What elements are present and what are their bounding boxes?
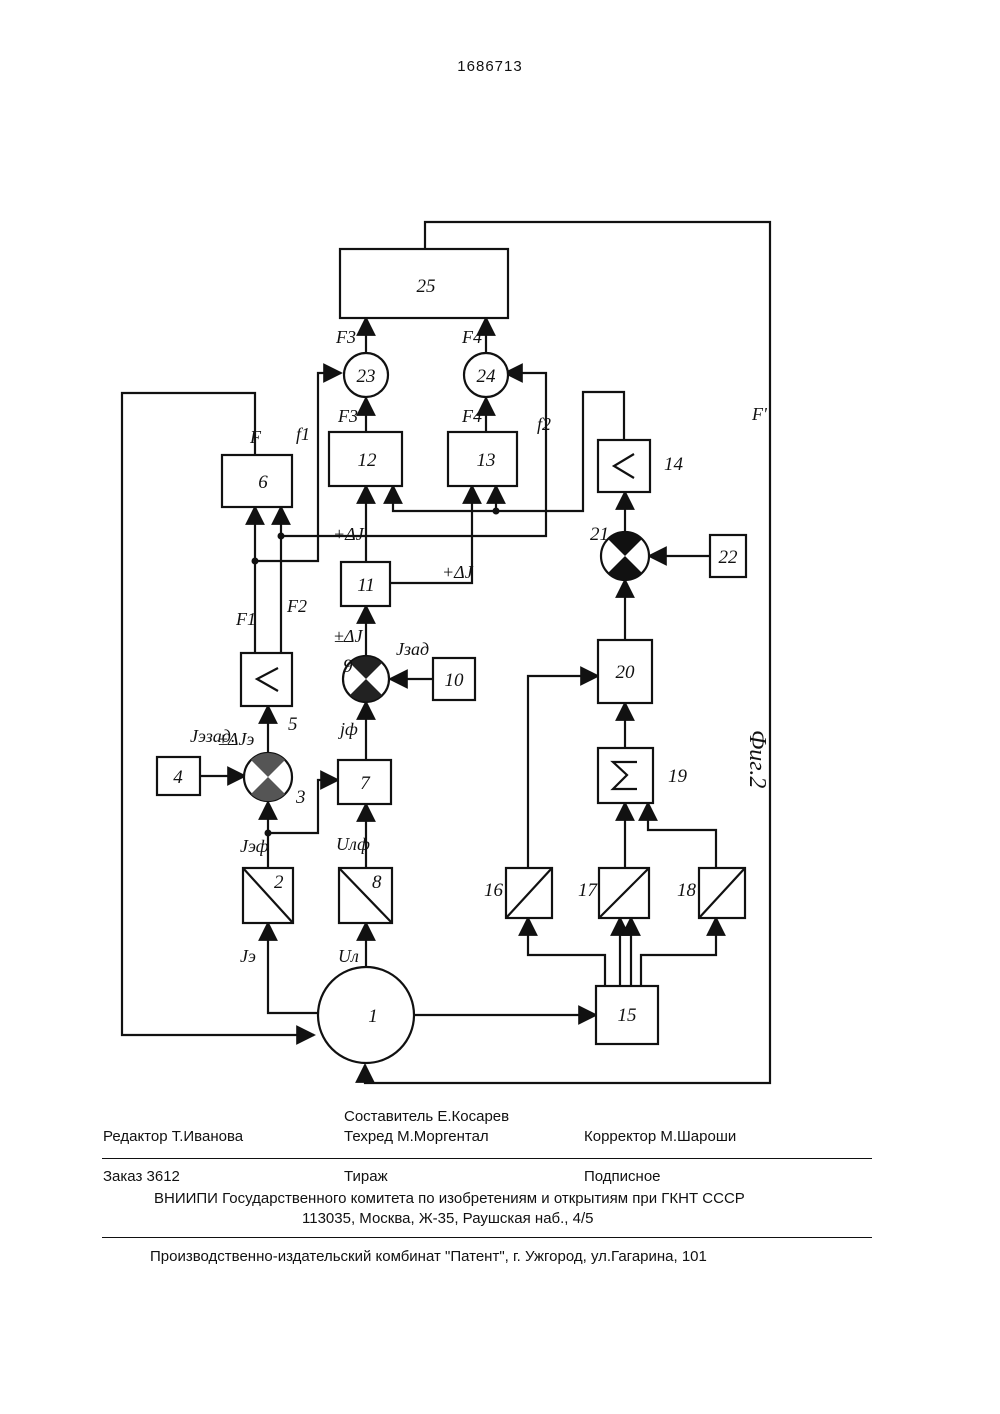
block-16: 16 <box>484 868 552 918</box>
label-F: F <box>249 427 262 447</box>
block-11: 11 <box>341 562 390 606</box>
svg-text:24: 24 <box>477 366 497 387</box>
block-13: 13 <box>448 432 517 486</box>
label-Ul: Uл <box>338 946 359 966</box>
comparator-9: 9 <box>343 656 389 702</box>
block-1: 1 <box>318 967 414 1063</box>
footer-rule-bottom <box>102 1237 872 1238</box>
label-Ulf: Uлф <box>336 834 370 854</box>
svg-text:16: 16 <box>484 880 504 901</box>
footer-subscription: Подписное <box>584 1168 661 1185</box>
svg-text:19: 19 <box>668 766 688 787</box>
block-7: 7 <box>338 760 391 804</box>
svg-text:10: 10 <box>445 670 465 691</box>
footer-address: 113035, Москва, Ж-35, Раушская наб., 4/5 <box>302 1210 594 1227</box>
label-F3-mid: F3 <box>337 406 358 426</box>
svg-text:12: 12 <box>358 450 378 471</box>
svg-text:8: 8 <box>372 872 382 893</box>
label-Jzad: Jзад <box>396 639 429 659</box>
svg-text:20: 20 <box>616 662 636 683</box>
svg-text:1: 1 <box>368 1006 378 1027</box>
svg-text:6: 6 <box>258 472 268 493</box>
block-6: 6 <box>222 455 292 507</box>
footer-compiler: Составитель Е.Косарев <box>344 1108 509 1125</box>
comparator-21: 21 <box>590 524 649 580</box>
label-jf: jф <box>338 719 358 739</box>
connections <box>122 222 770 1083</box>
svg-text:7: 7 <box>360 773 371 794</box>
node-23: 23 <box>344 353 388 397</box>
block-12: 12 <box>329 432 402 486</box>
block-10: 10 <box>433 658 475 700</box>
svg-text:23: 23 <box>357 366 376 387</box>
block-14: 14 <box>598 440 684 492</box>
label-Je: Jэ <box>240 946 256 966</box>
label-F3-top: F3 <box>335 327 356 347</box>
svg-text:22: 22 <box>719 547 739 568</box>
block-25: 25 <box>340 249 508 318</box>
label-dJ-12: +ΔJ <box>333 524 365 544</box>
footer-techred: Техред М.Моргентал <box>344 1128 489 1145</box>
svg-text:2: 2 <box>274 872 284 893</box>
svg-text:17: 17 <box>578 880 599 901</box>
svg-text:9: 9 <box>343 656 353 677</box>
footer-circulation: Тираж <box>344 1168 388 1185</box>
footer-rule-top <box>102 1158 872 1159</box>
label-Jef: Jэф <box>240 836 269 856</box>
svg-text:18: 18 <box>677 880 697 901</box>
block-4: 4 <box>157 757 200 795</box>
footer-order: Заказ 3612 <box>103 1168 180 1185</box>
svg-text:21: 21 <box>590 524 609 545</box>
svg-text:3: 3 <box>295 787 306 808</box>
label-f2: f2 <box>537 414 551 434</box>
block-20: 20 <box>598 640 652 703</box>
svg-text:25: 25 <box>417 276 436 297</box>
block-diagram: 25 6 12 13 14 11 5 7 4 10 22 <box>0 0 1000 1120</box>
footer-editor: Редактор Т.Иванова <box>103 1128 243 1145</box>
block-2: 2 <box>243 868 293 923</box>
figure-caption: Фиг.2 <box>743 730 770 788</box>
comparator-3: 3 <box>244 753 306 808</box>
label-F2: F2 <box>286 596 307 616</box>
footer-corrector: Корректор М.Шароши <box>584 1128 736 1145</box>
svg-text:4: 4 <box>173 767 183 788</box>
block-15: 15 <box>596 986 658 1044</box>
label-f1: f1 <box>296 424 310 444</box>
svg-text:15: 15 <box>618 1005 637 1026</box>
label-Jezad: Jэзад. <box>190 726 235 746</box>
label-dJ-9: ±ΔJ <box>334 626 363 646</box>
block-8: 8 <box>339 868 392 923</box>
footer-org: ВНИИПИ Государственного комитета по изоб… <box>154 1190 745 1207</box>
svg-text:11: 11 <box>357 575 375 596</box>
label-F4-top: F4 <box>461 327 482 347</box>
block-19: 19 <box>598 748 688 803</box>
block-22: 22 <box>710 535 746 577</box>
label-F-prime: F' <box>751 404 768 424</box>
label-F4-mid: F4 <box>461 406 482 426</box>
block-18: 18 <box>677 868 745 918</box>
block-5: 5 <box>241 653 298 735</box>
svg-text:13: 13 <box>477 450 496 471</box>
svg-text:5: 5 <box>288 714 298 735</box>
block-17: 17 <box>578 868 649 918</box>
label-F1: F1 <box>235 609 256 629</box>
svg-text:14: 14 <box>664 454 684 475</box>
label-dJ-13: +ΔJ <box>442 562 474 582</box>
node-24: 24 <box>464 353 508 397</box>
footer-printer: Производственно-издательский комбинат "П… <box>150 1248 707 1265</box>
